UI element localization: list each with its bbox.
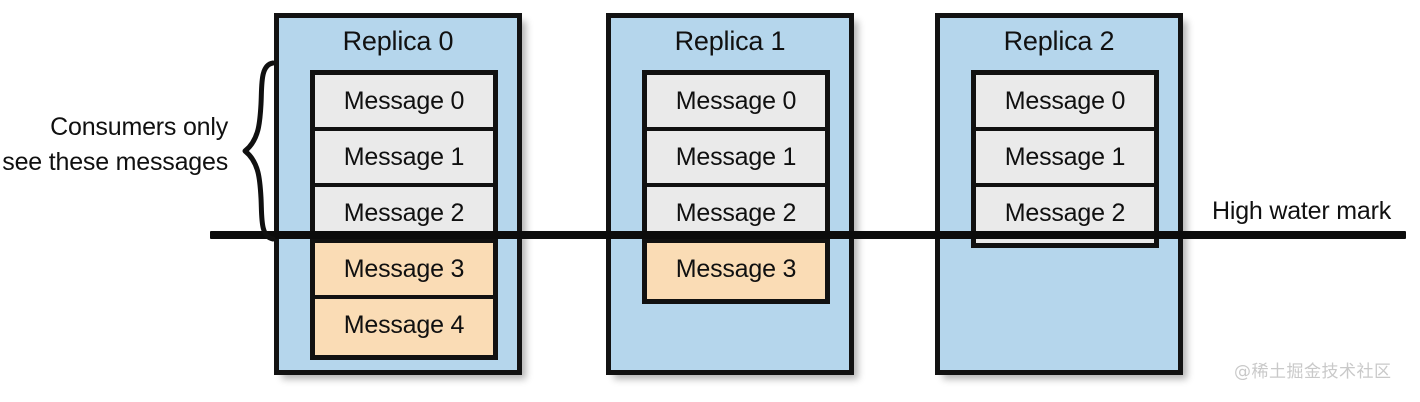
high-water-mark-line	[210, 231, 1406, 239]
replica-title-1: Replica 1	[674, 26, 786, 56]
message-row: Message 3	[315, 243, 493, 299]
annotation-line-1: Consumers only	[50, 113, 228, 141]
message-row: Message 1	[647, 131, 825, 187]
message-row: Message 0	[976, 75, 1154, 131]
message-row: Message 4	[315, 299, 493, 355]
message-row: Message 1	[315, 131, 493, 187]
message-row: Message 0	[315, 75, 493, 131]
message-row: Message 1	[976, 131, 1154, 187]
message-row: Message 3	[647, 243, 825, 299]
annotation-line-2: see these messages	[2, 148, 228, 176]
consumers-annotation: Consumers only see these messages	[0, 110, 228, 180]
message-row: Message 0	[647, 75, 825, 131]
replica-title-2: Replica 2	[1003, 26, 1115, 56]
replica-title-0: Replica 0	[342, 26, 454, 56]
high-water-mark-label: High water mark	[1212, 197, 1391, 225]
curly-brace-icon	[242, 60, 276, 242]
site-watermark: @稀土掘金技术社区	[1234, 362, 1392, 382]
